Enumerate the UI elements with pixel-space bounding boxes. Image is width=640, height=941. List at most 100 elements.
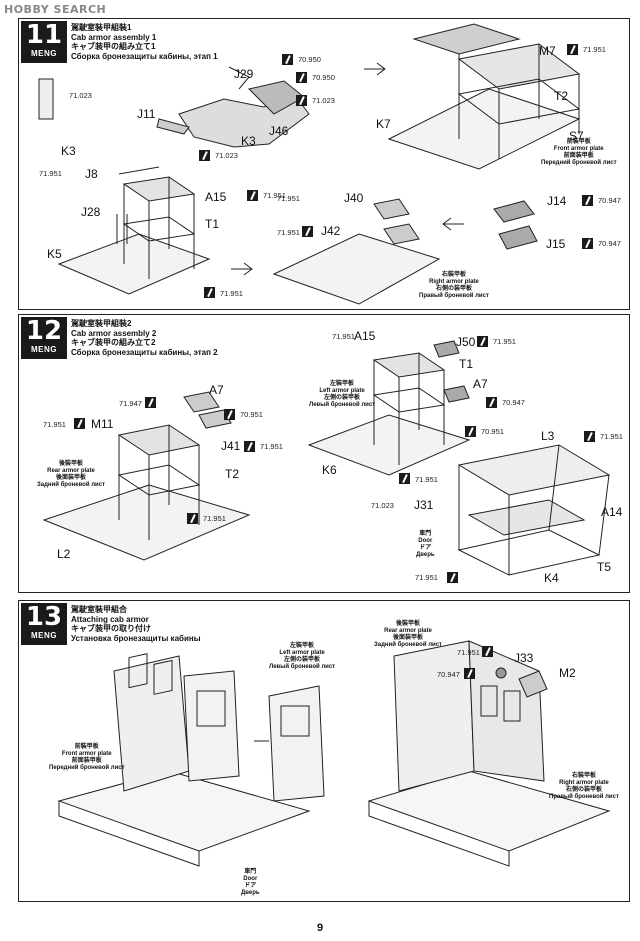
j41-part <box>198 409 232 429</box>
step-titles: 駕駛室裝甲組裝1 Cab armor assembly 1 キャブ装甲の組み立て… <box>71 23 218 61</box>
step-number: 13 <box>25 602 63 632</box>
left-armor-note: 左裝甲板 Left armor plate 左側の装甲板 Левый броне… <box>269 643 336 670</box>
step-13-panel: 13 MENG 駕駛室裝甲組合 Attaching cab armor キャブ装… <box>18 600 630 902</box>
part-label: J50 <box>456 335 476 349</box>
part-label: J11 <box>137 107 156 121</box>
l2-floor <box>42 484 251 561</box>
paint-code: 71.951 <box>583 45 606 54</box>
title-ru: Сборка бронезащиты кабины, этап 1 <box>71 51 218 61</box>
j42-box <box>383 223 420 245</box>
part-label: L3 <box>541 429 555 443</box>
door-note: 車門 Door ドア Дверь <box>241 869 260 896</box>
paint-pot-icon <box>477 336 488 347</box>
paint-pot-icon <box>74 418 85 429</box>
step-badge: 11 MENG <box>21 21 67 63</box>
part-label: K6 <box>322 463 337 477</box>
door-note: 車門 Door ドア Дверь <box>416 531 435 558</box>
paint-code: 70.951 <box>240 410 263 419</box>
paint-pot-icon <box>224 409 235 420</box>
rear-armor-plate <box>393 640 475 792</box>
j8-part <box>118 166 160 175</box>
paint-pot-icon <box>296 95 307 106</box>
part-label: A15 <box>354 329 376 343</box>
paint-code: 71.023 <box>312 96 335 105</box>
paint-code: 71.947 <box>119 399 142 408</box>
chassis-left <box>57 770 311 852</box>
rear-armor-note: 後裝甲板 Rear armor plate 後面装甲板 Задний броне… <box>37 461 105 488</box>
k4-frame <box>457 529 601 576</box>
step-13-diagram <box>57 640 611 867</box>
front-armor-note: 前裝甲板 Front armor plate 前面装甲板 Передний бр… <box>49 744 125 771</box>
part-label: L2 <box>57 547 71 561</box>
right-window-1 <box>480 685 498 717</box>
step-titles: 駕駛室裝甲組合 Attaching cab armor キャブ装甲の取り付け У… <box>71 605 201 643</box>
part-label: J8 <box>85 167 98 181</box>
paint-code: 70.947 <box>437 670 460 679</box>
step-12-diagram <box>42 340 611 576</box>
paint-pot-icon <box>282 54 293 65</box>
paint-pot-icon <box>187 513 198 524</box>
paint-code: 70.947 <box>502 398 525 407</box>
chassis-right-base <box>368 801 510 867</box>
paint-code: 71.951 <box>332 332 355 341</box>
title-ru: Сборка бронезащиты кабины, этап 2 <box>71 347 218 357</box>
paint-code: 70.947 <box>598 196 621 205</box>
part-label: S7 <box>569 129 584 143</box>
part-label: M7 <box>539 44 556 58</box>
a15-box <box>122 176 196 202</box>
j50-part <box>433 340 460 358</box>
paint-pot-icon <box>204 287 215 298</box>
l3-frame <box>457 444 611 496</box>
j15-part <box>498 225 538 250</box>
part-label: K5 <box>47 247 62 261</box>
front-window-1 <box>128 653 148 689</box>
paint-pot-icon <box>296 72 307 83</box>
watermark-text: HOBBY SEARCH <box>4 3 107 16</box>
paint-pot-icon <box>447 572 458 583</box>
arrow-right-2 <box>231 262 253 276</box>
part-label: J15 <box>546 237 566 251</box>
m2-part <box>518 670 548 698</box>
right-armor-note: 右裝甲板 Right armor plate 右側の装甲板 Правый бро… <box>419 272 489 299</box>
step-number: 11 <box>25 20 63 50</box>
step-titles: 駕駛室裝甲組裝2 Cab armor assembly 2 キャブ装甲の組み立て… <box>71 319 218 357</box>
part-label: M2 <box>559 666 576 680</box>
a7-part-2 <box>443 385 470 403</box>
part-label: J14 <box>547 194 567 208</box>
left-armor-plate <box>268 685 325 802</box>
step-badge: 13 MENG <box>21 603 67 645</box>
part-label: T2 <box>554 89 569 103</box>
paint-pot-icon <box>302 226 313 237</box>
part-label: K3 <box>61 144 76 158</box>
step-11-diagram <box>38 23 581 305</box>
j40-box <box>373 198 410 220</box>
part-label: K3 <box>241 134 256 148</box>
paint-code: 71.951 <box>263 191 286 200</box>
part-label: T2 <box>225 467 240 481</box>
title-jp: キャブ装甲の組み立て1 <box>71 42 156 51</box>
brand-logo: MENG <box>31 345 57 354</box>
chassis-left-base <box>58 801 200 867</box>
paint-code: 71.951 <box>260 442 283 451</box>
paint-pot-icon <box>199 150 210 161</box>
part-label: J28 <box>81 205 101 219</box>
paint-code: 71.023 <box>215 151 238 160</box>
paint-code: 71.951 <box>43 420 66 429</box>
paint-pot-icon <box>244 441 255 452</box>
part-label: T5 <box>597 560 612 574</box>
brand-logo: MENG <box>31 49 57 58</box>
paint-code: 71.951 <box>277 194 300 203</box>
title-en: Attaching cab armor <box>71 614 149 624</box>
m11-box <box>117 424 201 456</box>
paint-pot-icon <box>464 668 475 679</box>
paint-pot-icon <box>582 195 593 206</box>
front-window-2 <box>153 659 173 695</box>
paint-code: 70.950 <box>312 73 335 82</box>
part-label: T1 <box>205 217 220 231</box>
paint-pot-icon <box>465 426 476 437</box>
t1-panel <box>372 387 446 413</box>
cab-top <box>412 23 521 55</box>
part-label: J42 <box>321 224 341 238</box>
title-jp: キャブ装甲の組み立て2 <box>71 338 156 347</box>
paint-code: 71.023 <box>371 501 394 510</box>
